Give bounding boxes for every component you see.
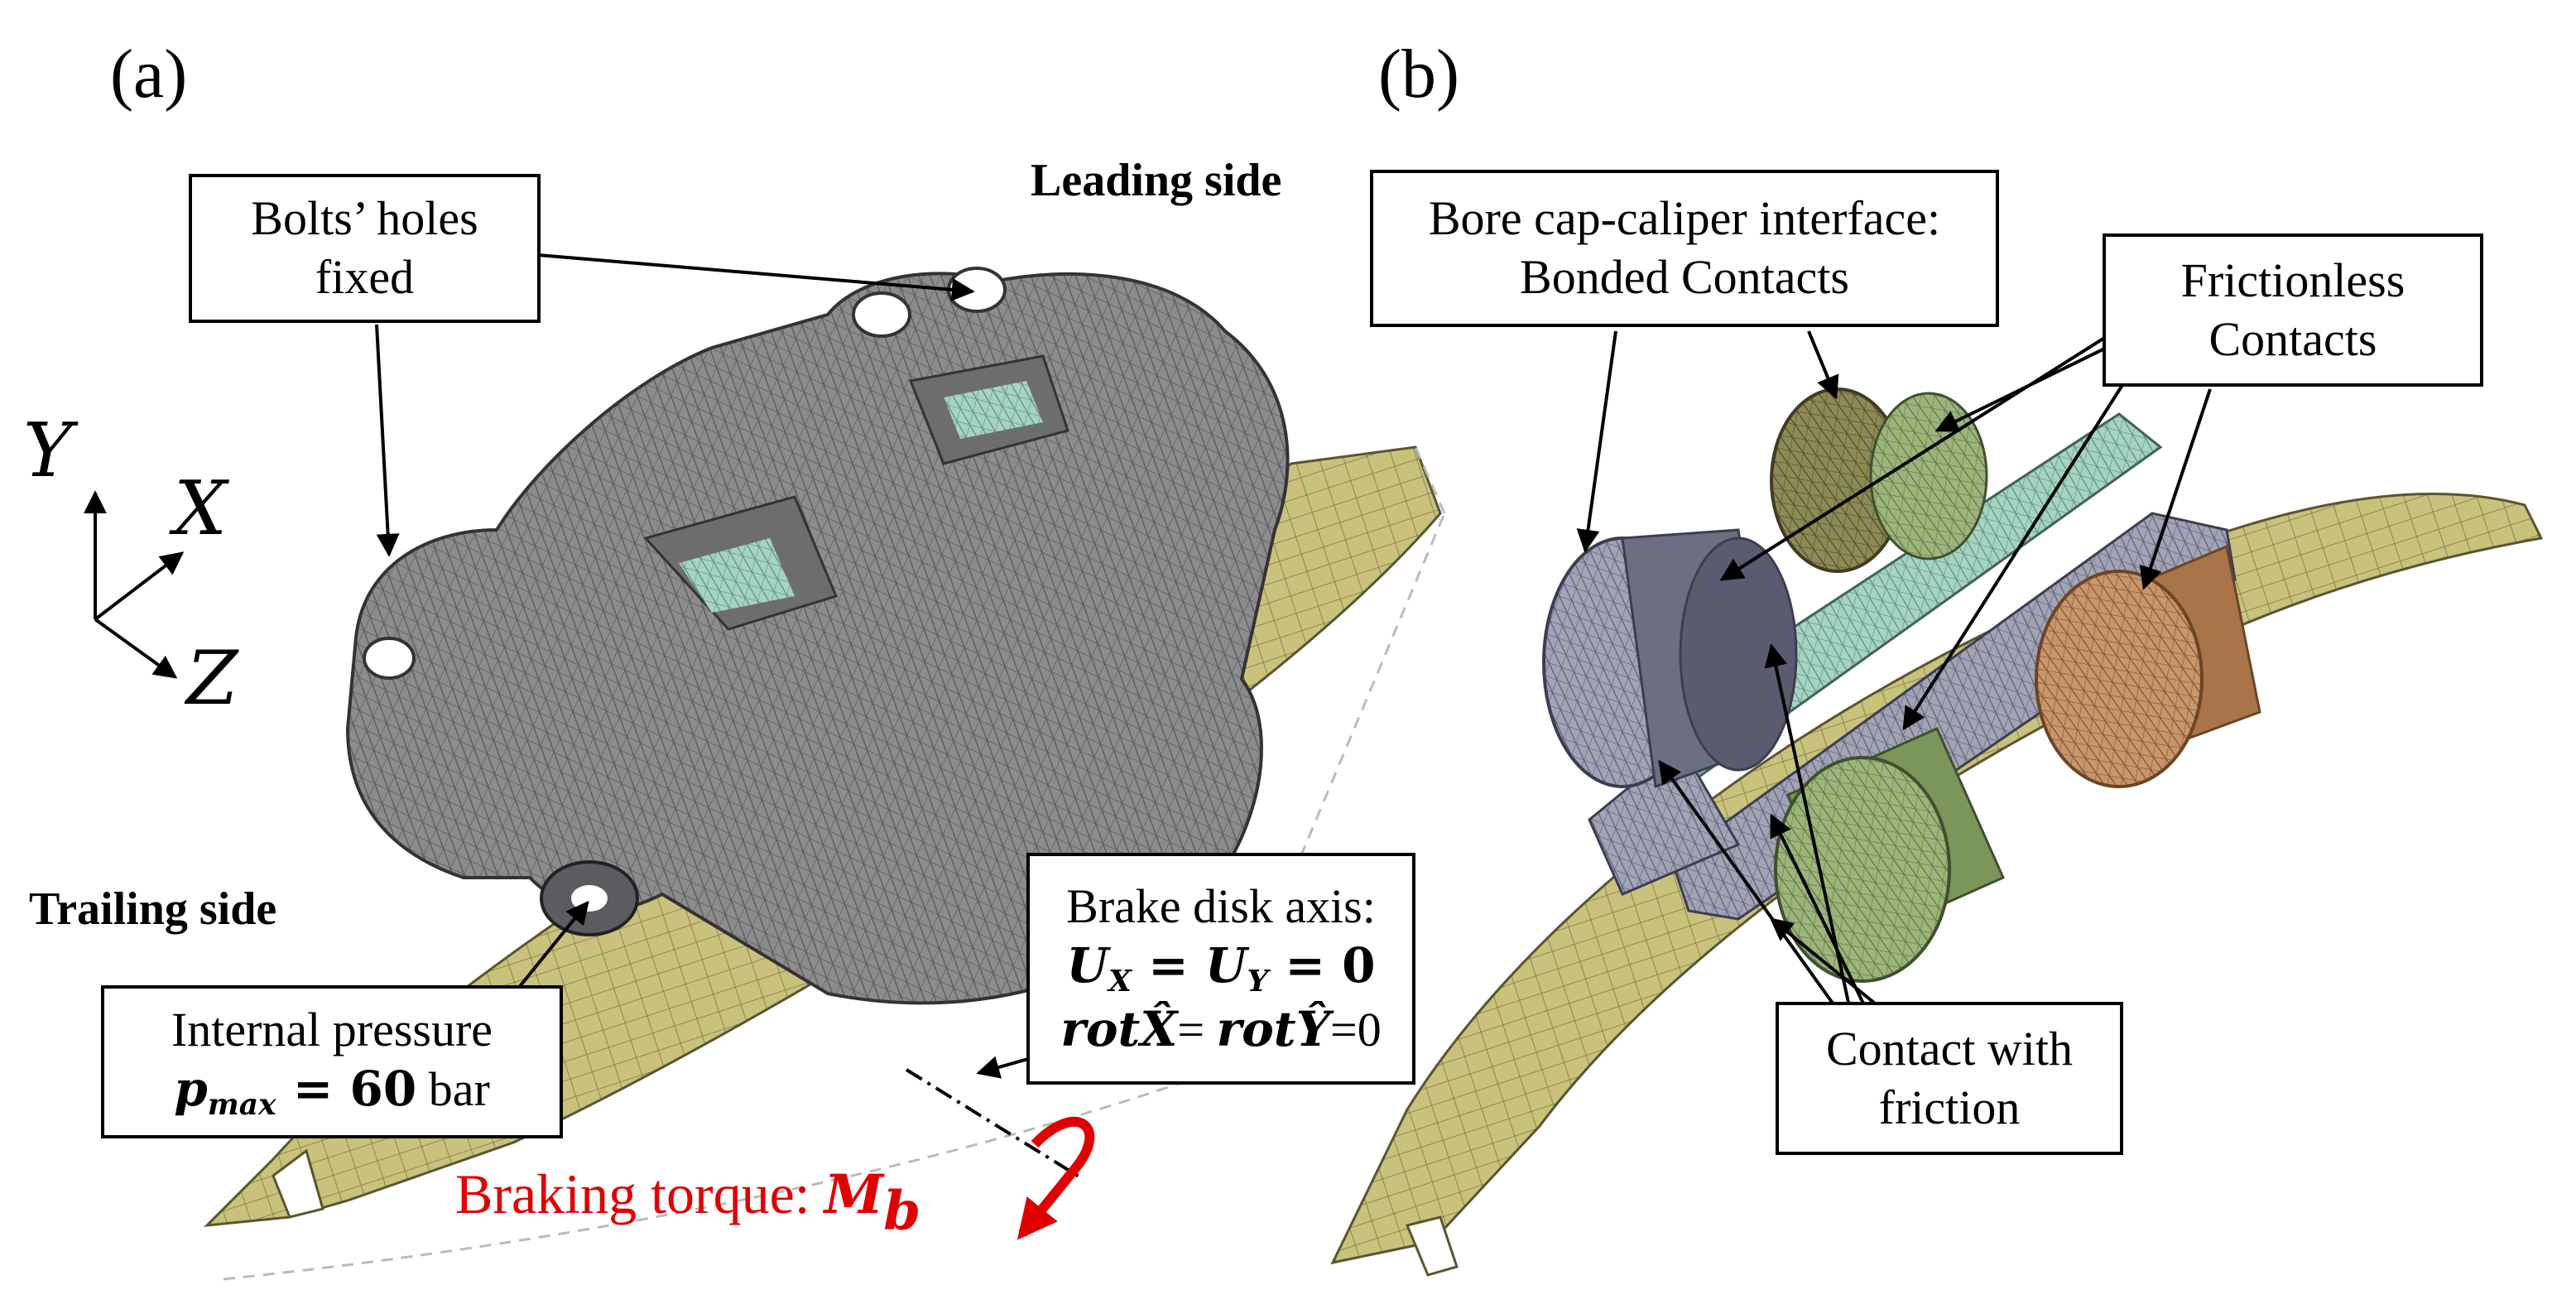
callout-disk-axis-line2: UX = UY = 0 <box>1066 936 1375 1000</box>
pressure-port-hole <box>571 885 608 912</box>
piston-gray-cap <box>1542 528 1798 789</box>
callout-bore-cap: Bore cap-caliper interface: Bonded Conta… <box>1370 170 1999 327</box>
disk-axis-ux-sub: X <box>1108 963 1132 999</box>
callout-pressure-line2: pmax = 60 bar <box>174 1060 490 1124</box>
callout-friction-line1: Contact with <box>1825 1021 2073 1076</box>
callout-brake-disk-axis: Brake disk axis: UX = UY = 0 rotX̂= rotŶ… <box>1026 853 1415 1085</box>
leading-side-label: Leading side <box>1031 155 1282 206</box>
disk-axis-uy-sub: Y <box>1247 963 1269 999</box>
braking-torque-symbol: M <box>824 1163 884 1226</box>
panel-label-b: (b) <box>1378 36 1459 113</box>
bolt-hole-1 <box>852 291 911 338</box>
bolt-hole-3 <box>363 637 416 680</box>
disk-axis-rotx: rotX̂ <box>1060 1000 1178 1057</box>
piston-orange <box>2035 544 2261 788</box>
callout-disk-axis-line3: rotX̂= rotŶ=0 <box>1060 1000 1381 1060</box>
pressure-symbol-sub: max <box>207 1086 276 1122</box>
callout-bore-line2: Bonded Contacts <box>1520 250 1849 304</box>
callout-frictionless-line1: Frictionless <box>2180 253 2405 307</box>
disk-axis-eq-end: = 0 <box>1268 937 1376 994</box>
braking-torque-text: Braking torque: <box>455 1162 824 1225</box>
axis-label-y: Y <box>23 407 73 494</box>
callout-friction-line2: friction <box>1878 1080 2021 1134</box>
callout-bolts-line1: Bolts’ holes <box>251 191 478 246</box>
disk-axis-eq: = U <box>1131 937 1247 994</box>
braking-torque-label: Braking torque: Mb <box>455 1166 920 1238</box>
disk-axis-ux: U <box>1066 937 1109 994</box>
pressure-symbol: p <box>174 1060 208 1117</box>
callout-bolts-line2: fixed <box>315 250 415 304</box>
callout-frictionless-line2: Contacts <box>2208 311 2377 366</box>
leaders-panel-b <box>1576 330 2212 1012</box>
disk-axis-roty: rotŶ <box>1216 1000 1330 1057</box>
pressure-value: = 60 <box>276 1060 417 1117</box>
callout-frictionless: Frictionless Contacts <box>2103 233 2483 387</box>
disk-slot-a <box>272 1148 324 1219</box>
callout-pressure-line1: Internal pressure <box>171 1002 493 1056</box>
axis-label-x: X <box>174 465 228 552</box>
trailing-side-label: Trailing side <box>29 883 277 935</box>
disk-slot-b <box>1405 1215 1459 1277</box>
caliper-pad-visible-2 <box>944 381 1043 439</box>
callout-bore-line1: Bore cap-caliper interface: <box>1428 191 1941 246</box>
braking-torque-symbol-sub: b <box>883 1179 921 1243</box>
panel-label-a: (a) <box>110 36 188 113</box>
pressure-unit: bar <box>416 1061 490 1116</box>
axis-label-z: Z <box>186 635 238 722</box>
callout-contact-friction: Contact with friction <box>1776 1002 2123 1155</box>
callout-disk-axis-line1: Brake disk axis: <box>1066 879 1376 934</box>
disk-axis-eq2: = <box>1177 1002 1217 1056</box>
caliper-pad-visible-1 <box>679 538 795 613</box>
callout-bolts-fixed: Bolts’ holes fixed <box>189 174 541 323</box>
callout-internal-pressure: Internal pressure pmax = 60 bar <box>101 985 563 1138</box>
disk-axis-eq3: =0 <box>1330 1002 1382 1056</box>
piston-green <box>1774 727 2005 983</box>
braking-torque-arrow <box>1016 1116 1095 1240</box>
coordinate-triad <box>84 490 185 679</box>
